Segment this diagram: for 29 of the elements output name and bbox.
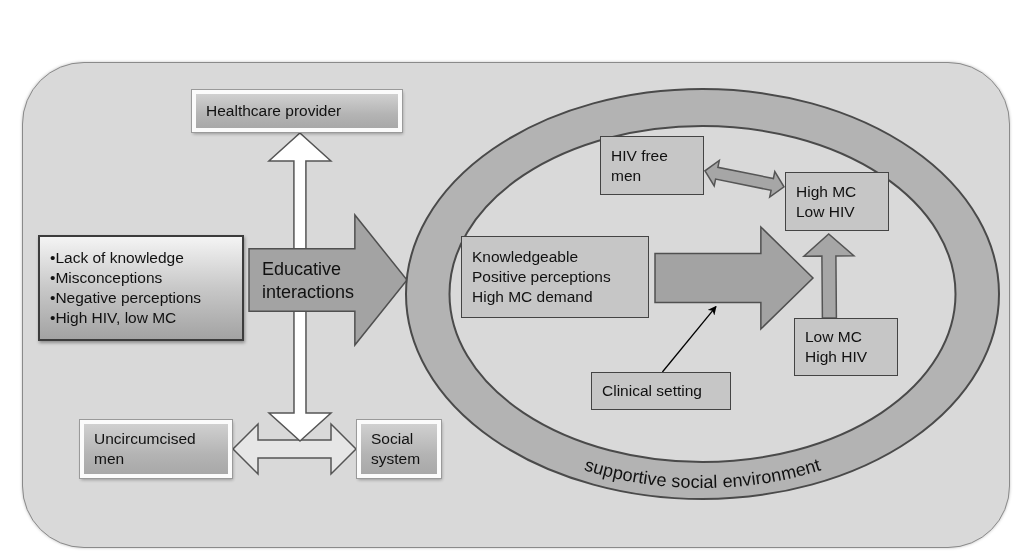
node-label: Social system bbox=[371, 429, 422, 469]
arrow bbox=[661, 305, 717, 373]
text-box bbox=[785, 172, 889, 231]
arrow-label: Educative interactions bbox=[262, 258, 356, 304]
block-arrow bbox=[704, 158, 785, 199]
list-item: •Negative perceptions bbox=[50, 288, 203, 308]
node-label: Positive perceptions bbox=[472, 267, 612, 287]
text-box bbox=[600, 136, 704, 195]
block-arrow bbox=[231, 422, 358, 476]
ring-label: supportive social environment bbox=[582, 454, 823, 493]
list-item: •Misconceptions bbox=[50, 268, 164, 288]
block-arrow bbox=[801, 233, 856, 319]
node-label: Low MC High HIV bbox=[805, 327, 869, 367]
node-label: Knowledgeable bbox=[472, 247, 579, 267]
node-label: High MC Low HIV bbox=[796, 181, 858, 222]
list-item: •High HIV, low MC bbox=[50, 308, 178, 328]
node-label: High MC demand bbox=[472, 287, 594, 307]
framed-box bbox=[357, 420, 441, 478]
text-box bbox=[461, 236, 649, 318]
text-box bbox=[794, 318, 898, 376]
node-label: Uncircumcised men bbox=[94, 429, 197, 469]
node-label: Healthcare provider bbox=[206, 101, 343, 121]
text-box bbox=[591, 372, 731, 410]
framed-box bbox=[192, 90, 402, 132]
list-box bbox=[38, 235, 244, 341]
framed-box bbox=[80, 420, 232, 478]
list-item: •Lack of knowledge bbox=[50, 248, 185, 268]
node-label: HIV free men bbox=[611, 145, 669, 186]
node-label: Clinical setting bbox=[602, 381, 703, 401]
